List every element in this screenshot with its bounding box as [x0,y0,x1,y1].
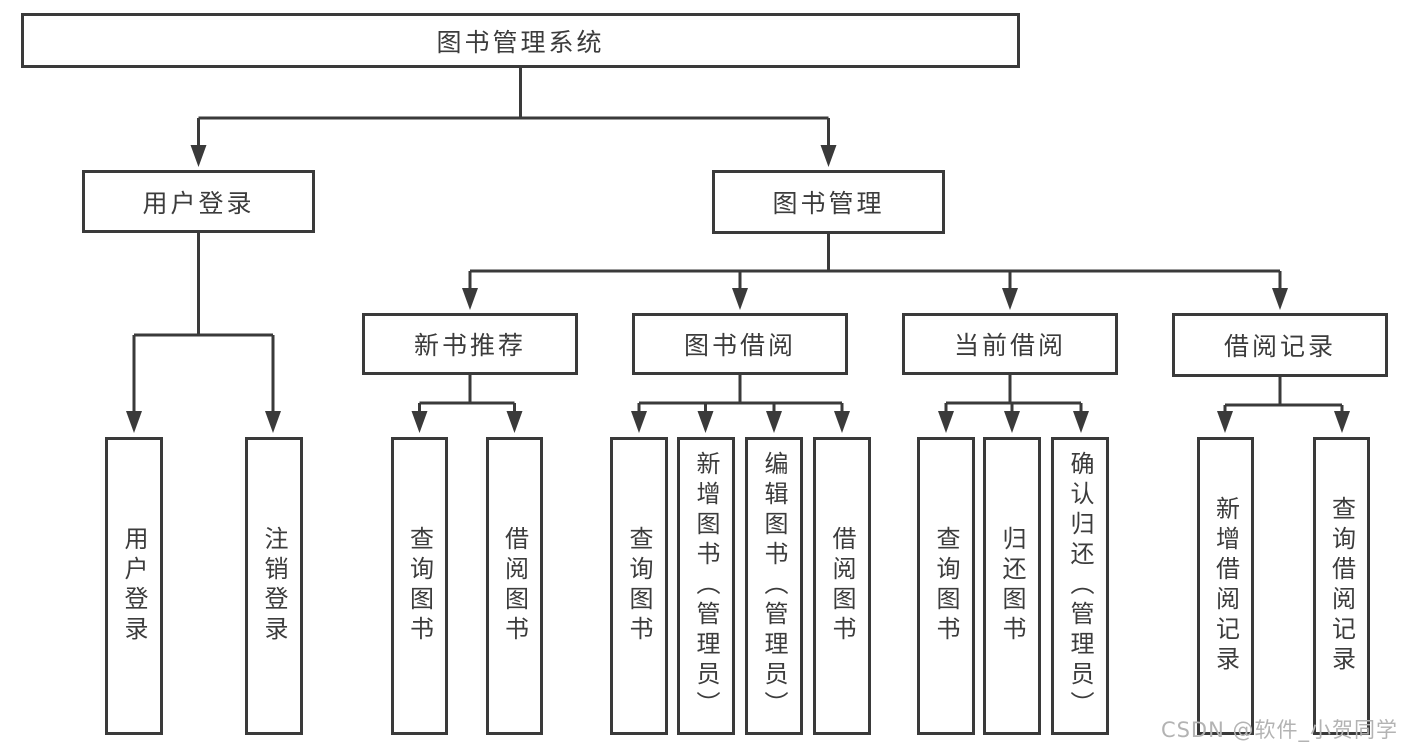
node-label: 新增图书（管理员） [692,451,720,721]
leaf-add-books-admin: 新增图书（管理员） [677,437,735,735]
leaf-confirm-return-admin: 确认归还（管理员） [1051,437,1109,735]
leaf-user-login: 用户登录 [105,437,163,735]
node-label: 用户登录 [120,526,148,646]
node-label: 当前借阅 [953,331,1066,360]
leaf-query-books-borrow: 查询图书 [610,437,668,735]
node-label: 借阅图书 [828,526,856,646]
leaf-query-books-recommend: 查询图书 [391,437,448,735]
node-book-borrowing: 图书借阅 [632,313,848,375]
node-borrowing-records: 借阅记录 [1172,313,1388,377]
leaf-logout: 注销登录 [245,437,303,735]
node-label: 查询图书 [625,526,653,646]
node-label: 查询借阅记录 [1327,496,1356,676]
node-label: 查询图书 [405,526,434,646]
node-label: 确认归还（管理员） [1066,451,1094,721]
node-current-borrowing: 当前借阅 [902,313,1118,375]
node-label: 归还图书 [998,526,1026,646]
node-label: 图书管理系统 [436,27,605,57]
node-label: 新增借阅记录 [1211,496,1240,676]
node-label: 新书推荐 [413,331,526,360]
leaf-query-books-current: 查询图书 [917,437,975,735]
leaf-borrow-books: 借阅图书 [813,437,871,735]
node-user-login: 用户登录 [82,170,315,233]
leaf-return-books: 归还图书 [983,437,1041,735]
node-library-management-system: 图书管理系统 [21,13,1020,68]
node-book-management: 图书管理 [712,170,945,234]
node-label: 图书管理 [772,189,885,218]
node-label: 借阅记录 [1223,332,1336,361]
node-label: 借阅图书 [500,526,529,646]
leaf-borrow-books-recommend: 借阅图书 [486,437,543,735]
node-label: 注销登录 [260,526,288,646]
node-label: 用户登录 [142,188,255,218]
node-label: 编辑图书（管理员） [760,451,788,721]
node-label: 查询图书 [932,526,960,646]
leaf-edit-books-admin: 编辑图书（管理员） [745,437,803,735]
leaf-add-borrow-record: 新增借阅记录 [1197,437,1254,735]
node-new-book-recommendation: 新书推荐 [362,313,578,375]
leaf-query-borrow-record: 查询借阅记录 [1313,437,1370,735]
node-label: 图书借阅 [683,331,796,360]
csdn-watermark: CSDN @软件_小贺同学 [1160,718,1398,742]
